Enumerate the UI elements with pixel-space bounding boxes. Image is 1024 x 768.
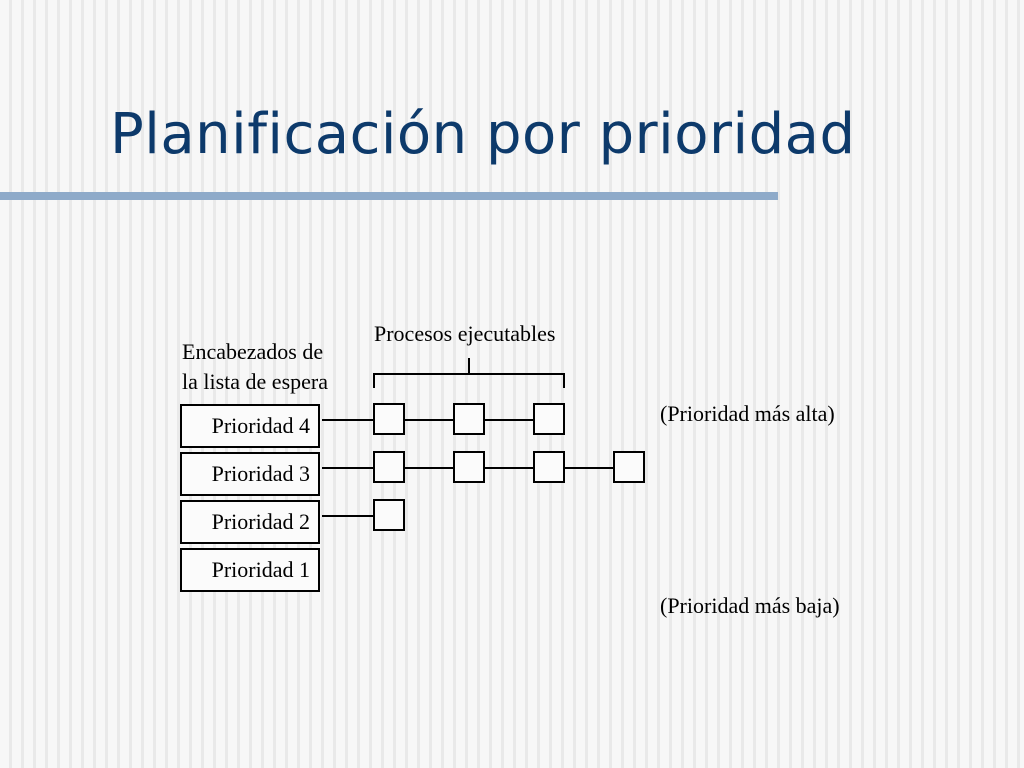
highest-priority-label: (Prioridad más alta) xyxy=(660,401,835,426)
queue-header-label: Prioridad 3 xyxy=(211,461,310,486)
queue-header-label: Prioridad 4 xyxy=(211,413,310,438)
process-node xyxy=(453,403,485,435)
process-node xyxy=(373,403,405,435)
process-node xyxy=(453,451,485,483)
process-node xyxy=(373,451,405,483)
queue-header-label: Prioridad 2 xyxy=(211,509,310,534)
queue-header-box: Prioridad 4 xyxy=(180,404,320,448)
queue-header-box: Prioridad 2 xyxy=(180,500,320,544)
title-divider xyxy=(0,192,778,200)
lowest-priority-label: (Prioridad más baja) xyxy=(660,593,840,618)
queue-header-box: Prioridad 3 xyxy=(180,452,320,496)
process-node xyxy=(613,451,645,483)
process-node xyxy=(533,451,565,483)
processes-bracket xyxy=(373,358,565,388)
processes-label: Procesos ejecutables xyxy=(374,321,556,346)
process-nodes xyxy=(322,403,645,531)
headers-label-line-2: la lista de espera xyxy=(182,369,328,394)
queue-header-label: Prioridad 1 xyxy=(211,557,310,582)
process-node xyxy=(373,499,405,531)
headers-label-line-1: Encabezados de xyxy=(182,339,324,364)
process-node xyxy=(533,403,565,435)
slide-title: Planificación por prioridad xyxy=(110,102,856,167)
queue-header-box: Prioridad 1 xyxy=(180,548,320,592)
